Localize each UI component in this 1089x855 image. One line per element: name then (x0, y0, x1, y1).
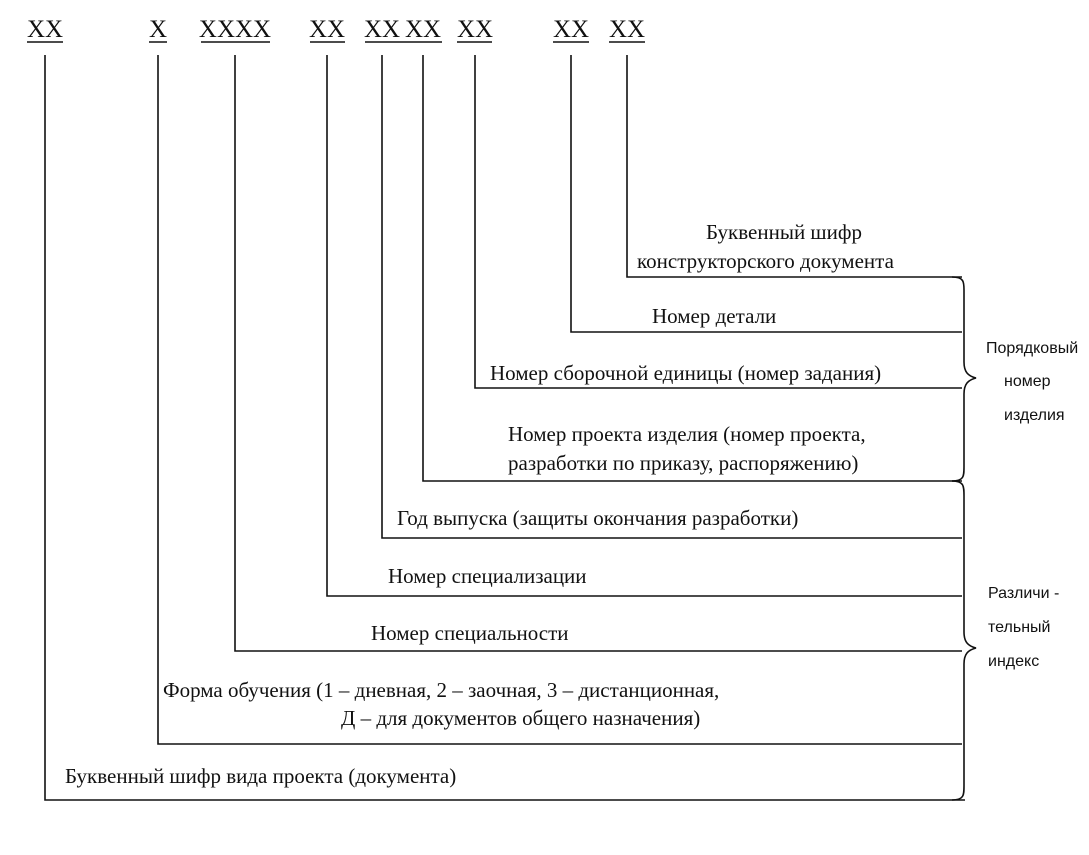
label-doc-letter-line1: Буквенный шифр (706, 220, 862, 244)
group-distinctive-line1: Различи - (988, 585, 1059, 602)
leader-project (422, 55, 962, 482)
leader-lines (44, 55, 965, 801)
code-segment-specialty: XXXX (199, 16, 271, 43)
label-project-line2: разработки по приказу, распоряжению) (508, 451, 858, 475)
label-project-line1: Номер проекта изделия (номер проекта, (508, 422, 866, 446)
label-study-form-line1: Форма обучения (1 – дневная, 2 – заочная… (163, 678, 719, 702)
code-segment-year: XX (364, 16, 400, 43)
label-doc-letter-line2: конструкторского документа (637, 249, 895, 273)
label-assembly: Номер сборочной единицы (номер задания) (490, 361, 881, 385)
code-segment-assembly: XX (457, 16, 493, 43)
leader-specialty (234, 55, 962, 652)
leader-specialization (326, 55, 962, 597)
leader-project-type (44, 55, 965, 801)
label-year: Год выпуска (защиты окончания разработки… (397, 506, 798, 530)
brace-serial-number (951, 276, 977, 482)
code-segment-specialization: XX (309, 16, 345, 43)
label-specialization: Номер специализации (388, 564, 587, 588)
label-part: Номер детали (652, 304, 776, 328)
code-segment-doc-letter: XX (609, 16, 645, 43)
group-labels: Порядковый номер изделия Различи - тельн… (986, 340, 1078, 670)
code-segment-part: XX (553, 16, 589, 43)
label-specialty: Номер специальности (371, 621, 569, 645)
group-distinctive-line3: индекс (988, 653, 1039, 670)
field-labels: Буквенный шифр конструкторского документ… (65, 220, 895, 788)
code-segment-study-form: X (149, 16, 167, 43)
group-distinctive-line2: тельный (988, 619, 1050, 636)
group-serial-line1: Порядковый (986, 340, 1078, 357)
leader-assembly (474, 55, 962, 389)
group-braces (951, 276, 977, 801)
leader-part (570, 55, 962, 333)
leader-doc-letter (626, 55, 962, 278)
group-serial-line3: изделия (1004, 407, 1065, 424)
code-row: XX X XXXX XX XX XX XX XX XX (27, 16, 645, 43)
label-project-type: Буквенный шифр вида проекта (документа) (65, 764, 456, 788)
code-segment-project-type: XX (27, 16, 63, 43)
leader-study-form (157, 55, 962, 745)
code-segment-project: XX (405, 16, 441, 43)
group-serial-line2: номер (1004, 373, 1051, 390)
leader-year (381, 55, 962, 539)
label-study-form-line2: Д – для документов общего назначения) (341, 706, 700, 730)
brace-distinctive-index (951, 480, 977, 801)
